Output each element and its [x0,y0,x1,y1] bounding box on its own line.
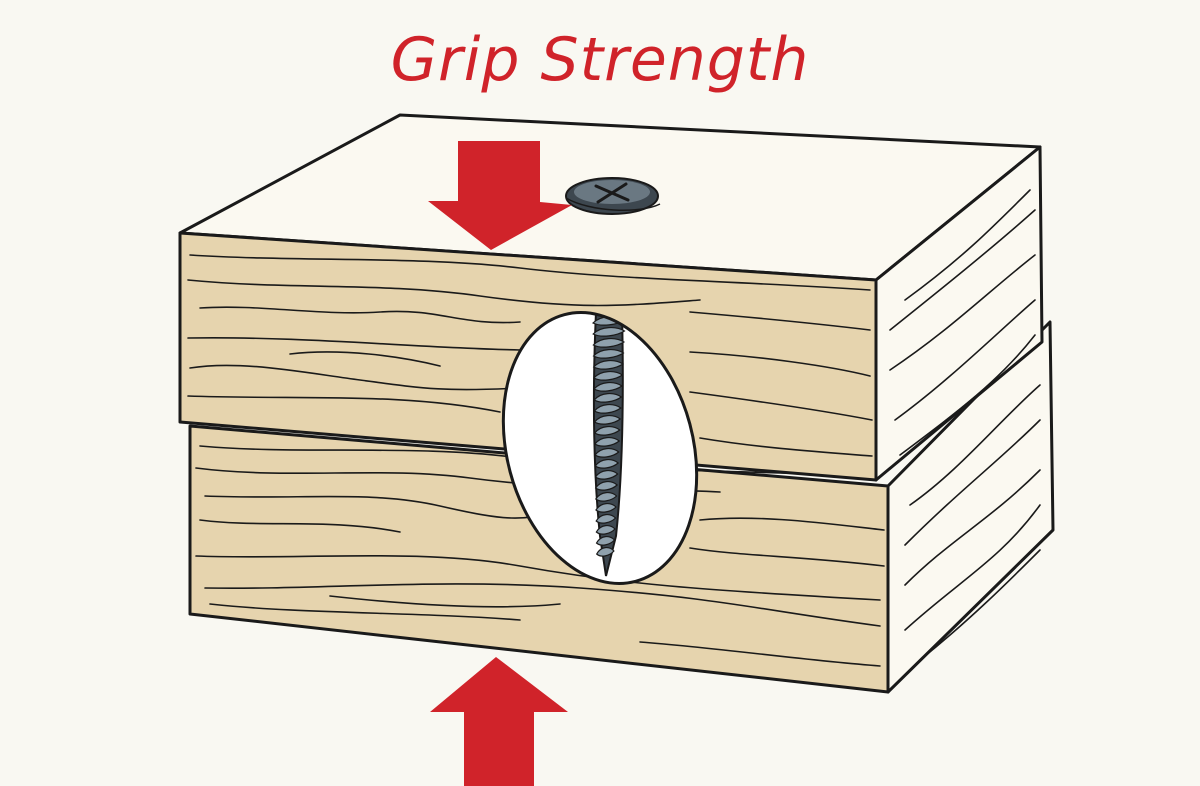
screw-thread [593,404,622,414]
screw-thread [594,481,618,491]
screw-thread [594,437,621,447]
top-board-right-grain [889,189,1036,456]
screw-thread [595,536,616,546]
screw-thread [592,338,626,348]
bottom-board-right-grain [904,384,1041,661]
screw-thread [592,371,624,381]
screw-thread [592,360,624,370]
top-board-front-grain [187,254,873,457]
screw-thread [595,492,618,502]
screw-thread [595,547,615,557]
screw-thread [595,514,617,524]
screw-thread [595,503,617,513]
screw-thread [593,382,623,392]
diagram-title: Grip Strength [390,25,810,95]
screw-thread [594,459,620,469]
up-arrow-icon [430,657,568,786]
screw-thread [594,470,619,480]
phillips-screw-head-icon [565,177,661,215]
bottom-board [188,320,1055,694]
screw-thread [592,327,626,337]
down-arrow-icon [428,141,572,250]
bottom-board-front-grain [195,445,885,667]
screw-thread [594,448,620,458]
screw-shank [591,311,627,577]
screw-thread [593,393,623,403]
screw-threads [591,316,627,557]
screw-thread [595,525,616,535]
screw-cutaway-icon [501,311,699,585]
screw-thread [592,349,625,359]
screw-thread [593,426,621,436]
screw-thread [593,415,622,425]
